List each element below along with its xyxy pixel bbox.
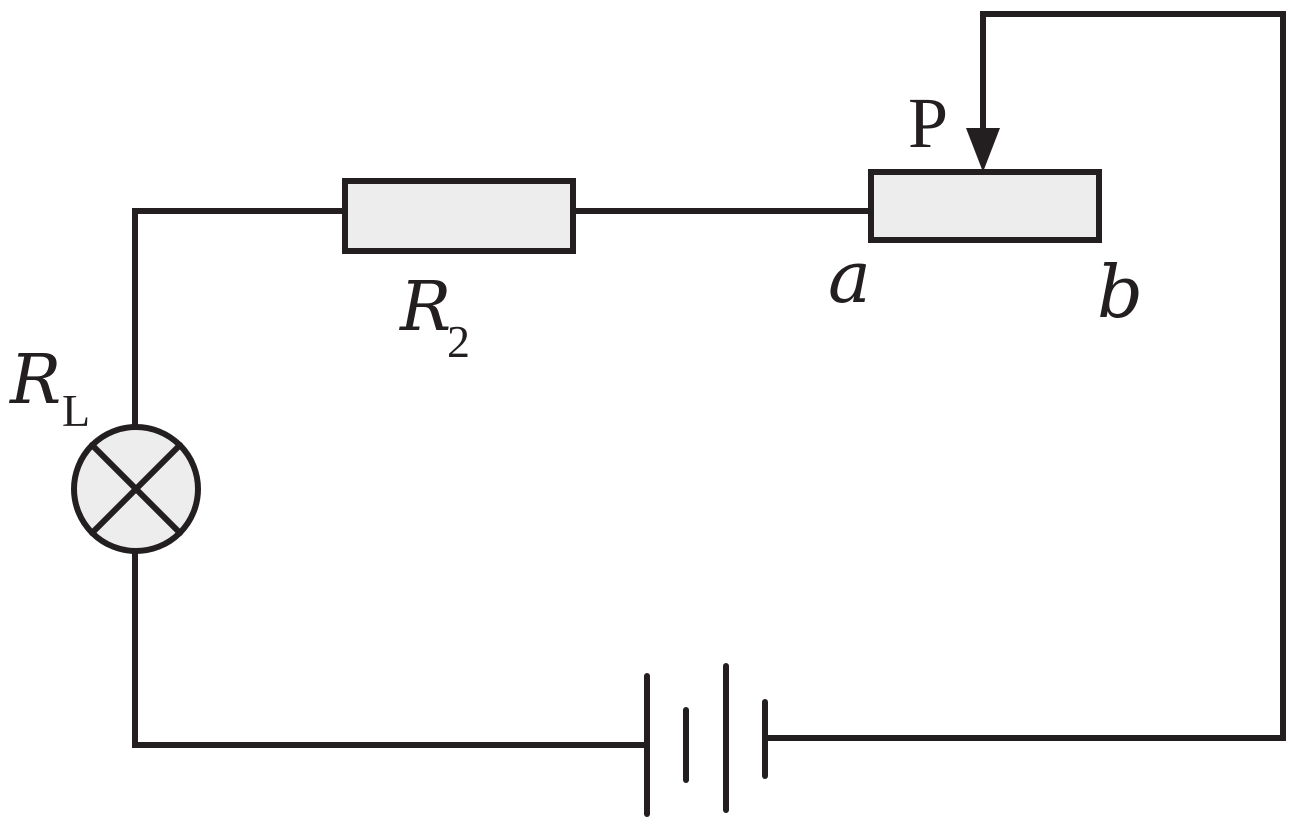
lamp-icon xyxy=(71,424,201,554)
slider-arrow-icon xyxy=(966,128,1000,172)
rheostat xyxy=(868,169,1102,243)
battery-icon xyxy=(644,663,768,817)
wire-left-bottom xyxy=(132,549,650,748)
label-r2: R xyxy=(398,268,451,347)
resistor-r2 xyxy=(342,178,576,254)
label-end-b: b xyxy=(1097,250,1143,334)
label-slider-p: P xyxy=(908,83,948,163)
wires xyxy=(132,11,1286,748)
label-r2-subscript: 2 xyxy=(447,316,470,367)
wire-right-return xyxy=(762,11,1286,741)
label-rl-subscript: L xyxy=(62,385,90,436)
label-rl: R xyxy=(8,341,61,420)
wire-top-left xyxy=(132,208,348,428)
label-end-a: a xyxy=(828,235,871,319)
